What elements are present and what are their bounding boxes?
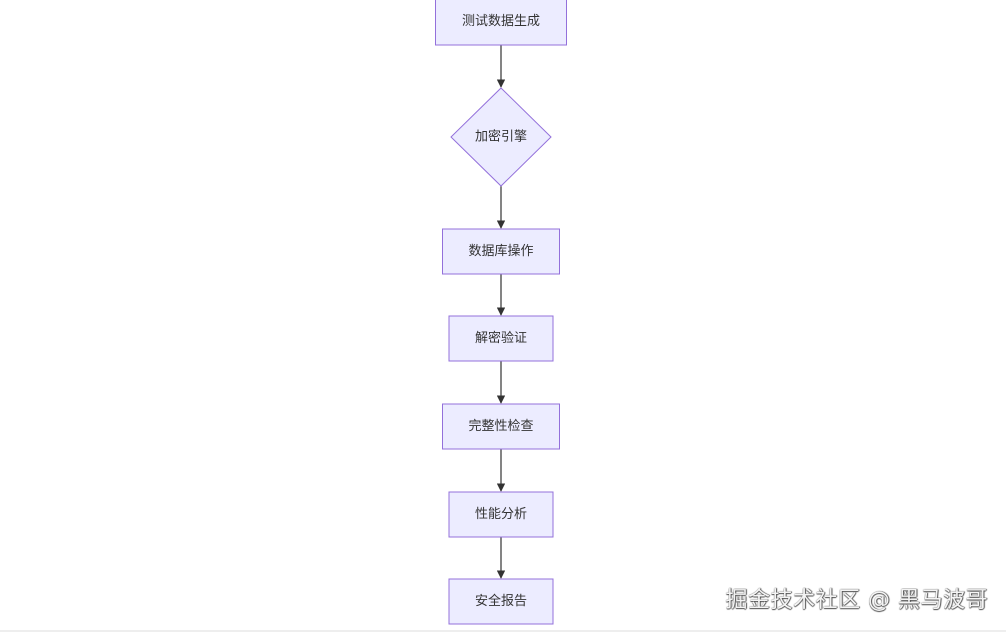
process-box: [442, 403, 560, 450]
flow-node-5: 完整性检查: [442, 403, 560, 450]
flow-node-3: 数据库操作: [442, 228, 560, 275]
node-label: 数据库操作: [468, 243, 533, 259]
flow-node-2: 加密引擎: [450, 87, 552, 187]
flow-node-1: 测试数据生成: [435, 0, 567, 46]
process-box: [448, 491, 554, 538]
bottom-divider: [0, 630, 1006, 632]
node-label: 安全报告: [475, 593, 527, 609]
node-label: 加密引擎: [475, 129, 527, 145]
node-label: 完整性检查: [468, 419, 533, 434]
flow-node-7: 安全报告: [448, 578, 554, 625]
flow-node-4: 解密验证: [448, 315, 554, 362]
node-label: 性能分析: [475, 507, 527, 522]
watermark-text: 掘金技术社区 @ 黑马波哥: [725, 588, 988, 613]
process-box: [448, 315, 554, 362]
node-label: 解密验证: [475, 330, 527, 346]
process-box: [448, 578, 554, 625]
process-box: [435, 0, 567, 46]
node-label: 测试数据生成: [462, 14, 540, 29]
flow-node-6: 性能分析: [448, 491, 554, 538]
process-box: [442, 228, 560, 275]
decision-diamond: [450, 87, 552, 187]
